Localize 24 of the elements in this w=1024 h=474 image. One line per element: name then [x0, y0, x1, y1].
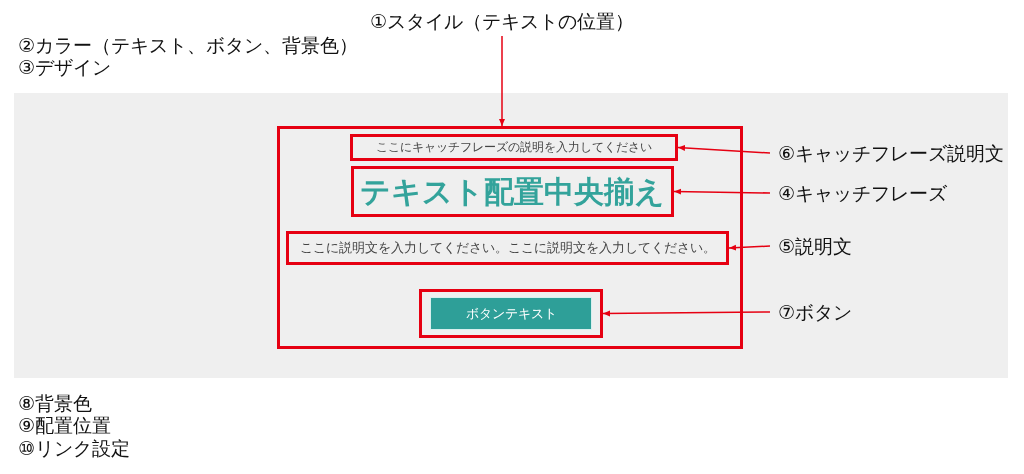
highlight-box — [419, 289, 603, 338]
highlight-frame — [277, 126, 743, 349]
leader-line — [499, 35, 505, 127]
highlight-box — [350, 134, 678, 161]
leader-line — [677, 144, 771, 154]
callout-text: ⑥キャッチフレーズ説明文 — [778, 141, 1005, 165]
leader-line — [673, 188, 771, 195]
callout-text: ④キャッチフレーズ — [778, 181, 948, 205]
highlight-box — [351, 166, 674, 217]
note-text: ⑧背景色 — [18, 392, 93, 414]
note-text: ③デザイン — [18, 56, 112, 78]
callout-text: ⑦ボタン — [778, 300, 853, 324]
button: ボタンテキスト — [430, 297, 592, 330]
body-text: ここに説明文を入力してください。ここに説明文を入力してください。 — [299, 239, 716, 257]
note-text: ⑨配置位置 — [18, 414, 112, 436]
callout-text: ①スタイル（テキストの位置） — [370, 9, 635, 33]
callout-text: ⑤説明文 — [778, 234, 853, 258]
leader-line — [728, 244, 771, 251]
subheading-text: ここにキャッチフレーズの説明を入力してください — [376, 139, 652, 156]
note-text: ⑩リンク設定 — [18, 437, 131, 459]
highlight-box — [286, 231, 729, 265]
note-text: ②カラー（テキスト、ボタン、背景色） — [18, 34, 359, 56]
heading-text: テキスト配置中央揃え — [360, 173, 665, 210]
leader-line — [602, 310, 771, 317]
